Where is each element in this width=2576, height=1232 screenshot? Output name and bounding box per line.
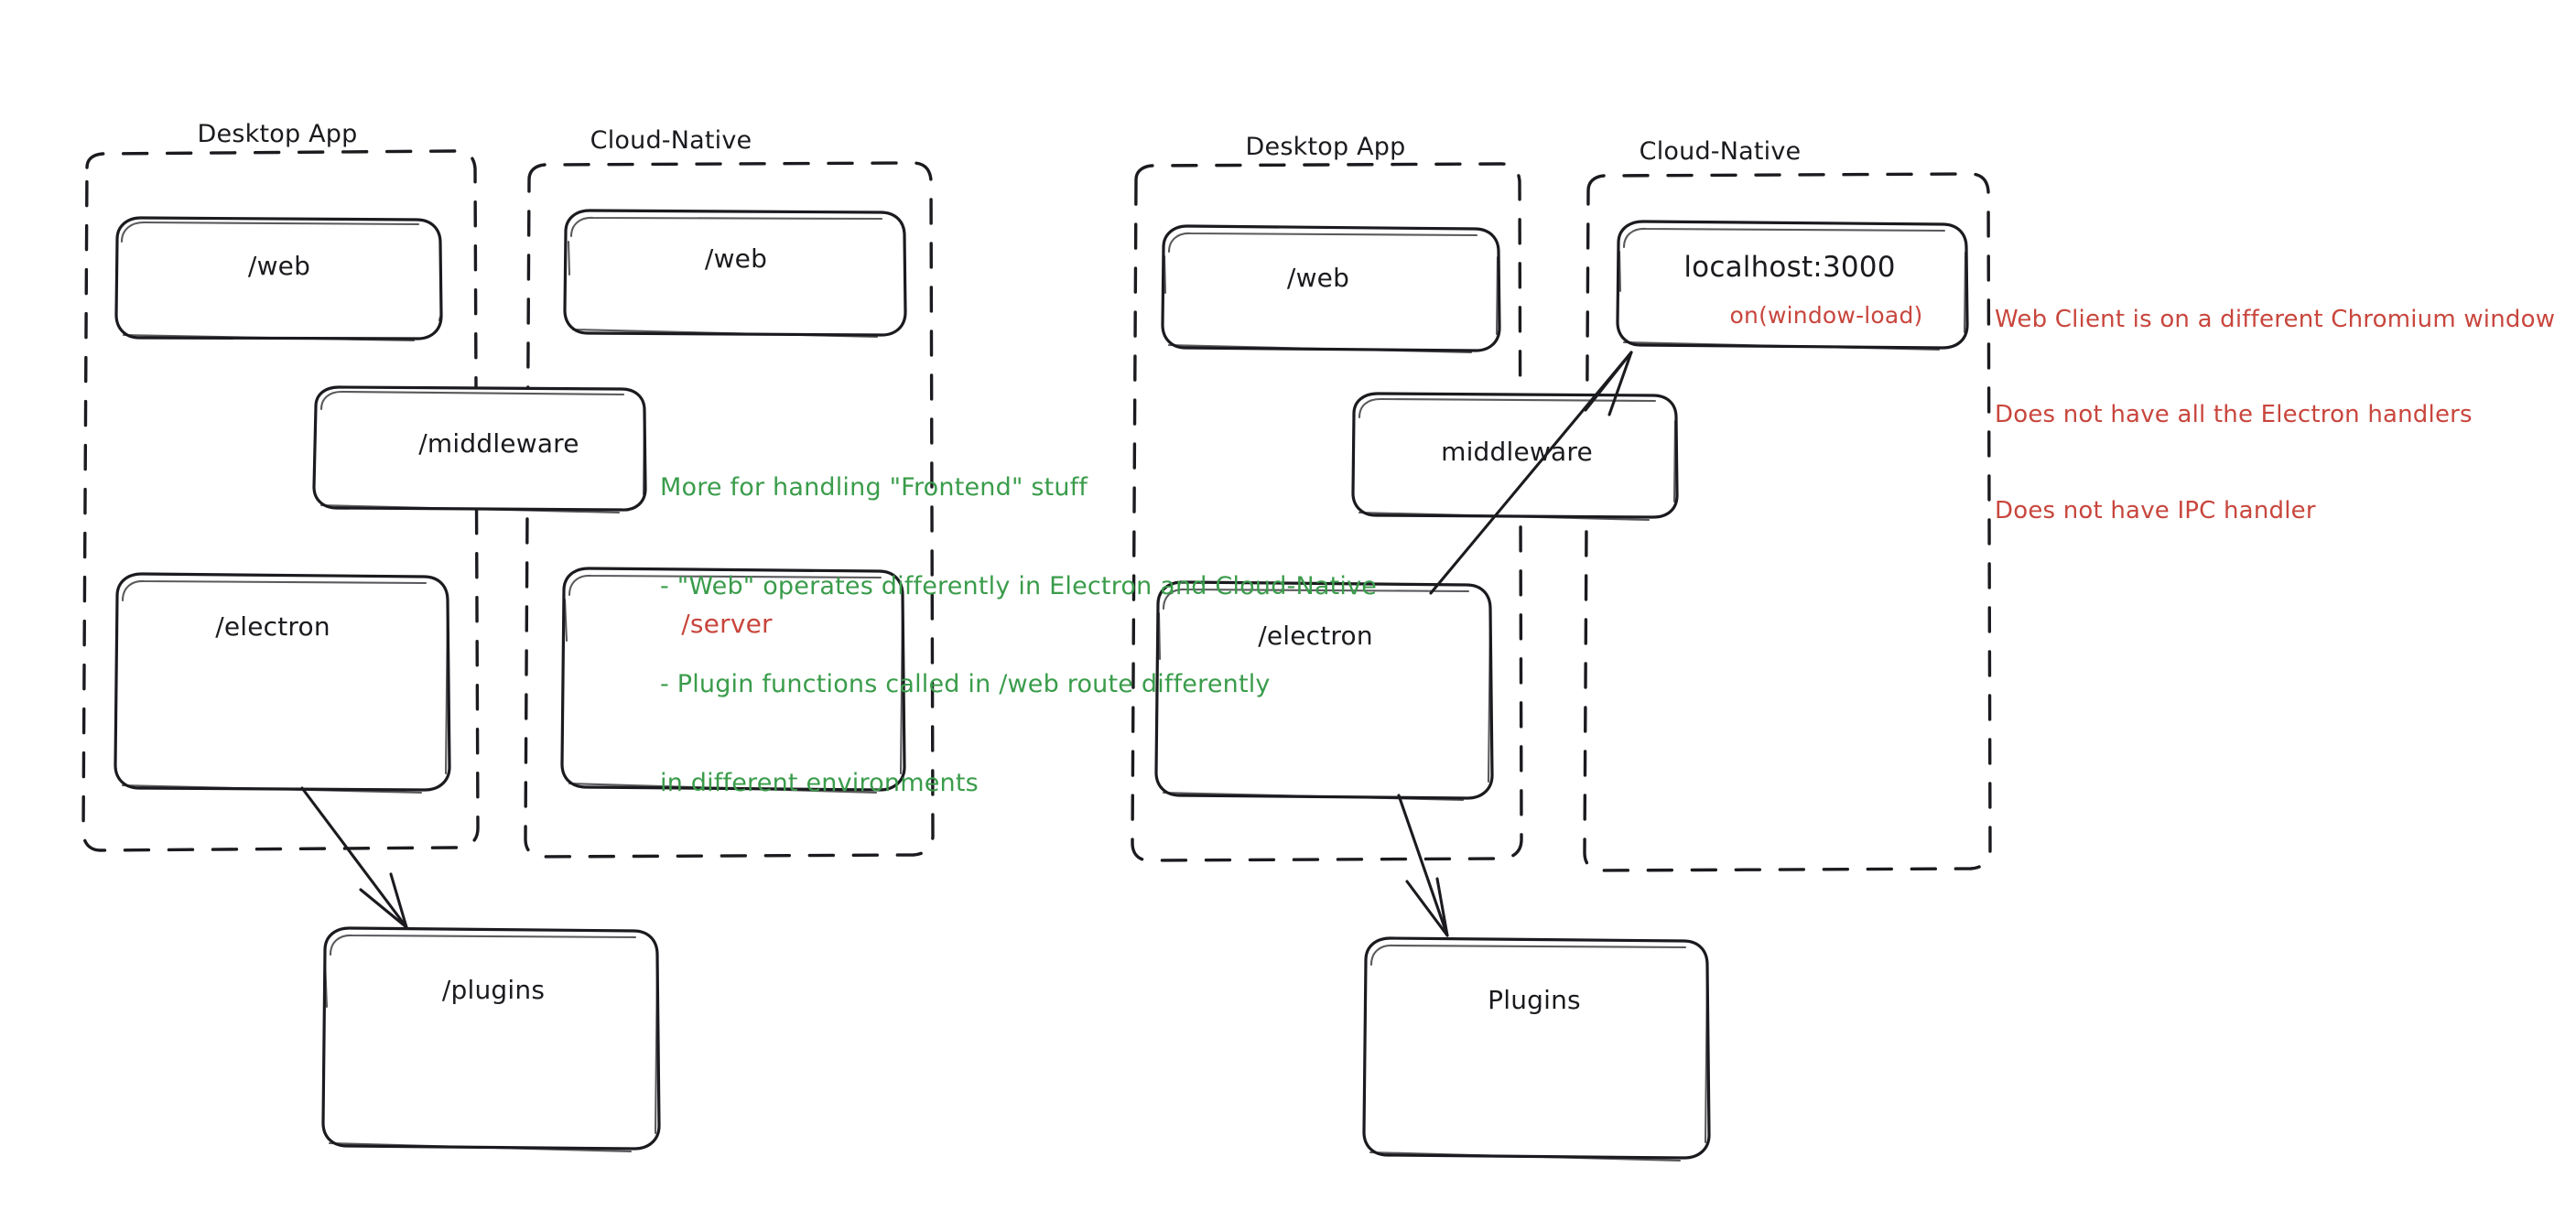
right-middleware-label: middleware (1441, 437, 1593, 467)
red-note-line-3: Does not have IPC handler (1995, 496, 2316, 524)
left-desktop-web-label: /web (247, 251, 311, 281)
red-note-line-2: Does not have all the Electron handlers (1995, 401, 2473, 429)
left-middleware-label: /middleware (418, 428, 579, 459)
left-desktop-group-title: Desktop App (197, 120, 358, 148)
left-cloud-web-label: /web (704, 243, 768, 274)
right-desktop-group-title: Desktop App (1245, 133, 1406, 161)
left-electron-to-plugins-arrow (300, 786, 408, 929)
green-note-line-2: - "Web" operates differently in Electron… (660, 571, 1378, 600)
right-electron-label: /electron (1258, 621, 1373, 651)
right-desktop-web-label: /web (1286, 263, 1350, 293)
right-electron-to-plugins-arrow (1397, 794, 1449, 937)
red-annotation-note: Web Client is on a different Chromium wi… (1995, 240, 2555, 590)
right-plugins-label: Plugins (1488, 985, 1581, 1015)
green-note-line-3: - Plugin functions called in /web route … (660, 670, 1271, 699)
left-cloud-group-title: Cloud-Native (590, 126, 752, 155)
right-electron-to-localhost-arrow (1429, 351, 1633, 595)
green-note-line-1: More for handling "Frontend" stuff (660, 472, 1088, 502)
right-localhost-label: localhost:3000 (1683, 251, 1896, 284)
left-server-label: /server (681, 609, 773, 639)
left-electron-label: /electron (215, 611, 330, 642)
right-localhost-sublabel: on(window-load) (1729, 302, 1923, 329)
right-plugins-box (1362, 936, 1711, 1162)
green-annotation-note: More for handling "Frontend" stuff - "We… (660, 405, 1377, 866)
left-plugins-label: /plugins (441, 975, 546, 1005)
left-electron-box (114, 572, 451, 794)
red-note-line-1: Web Client is on a different Chromium wi… (1995, 305, 2556, 333)
green-note-line-4: in different environments (660, 768, 979, 797)
left-plugins-box (321, 926, 661, 1153)
right-cloud-group-title: Cloud-Native (1639, 137, 1802, 166)
